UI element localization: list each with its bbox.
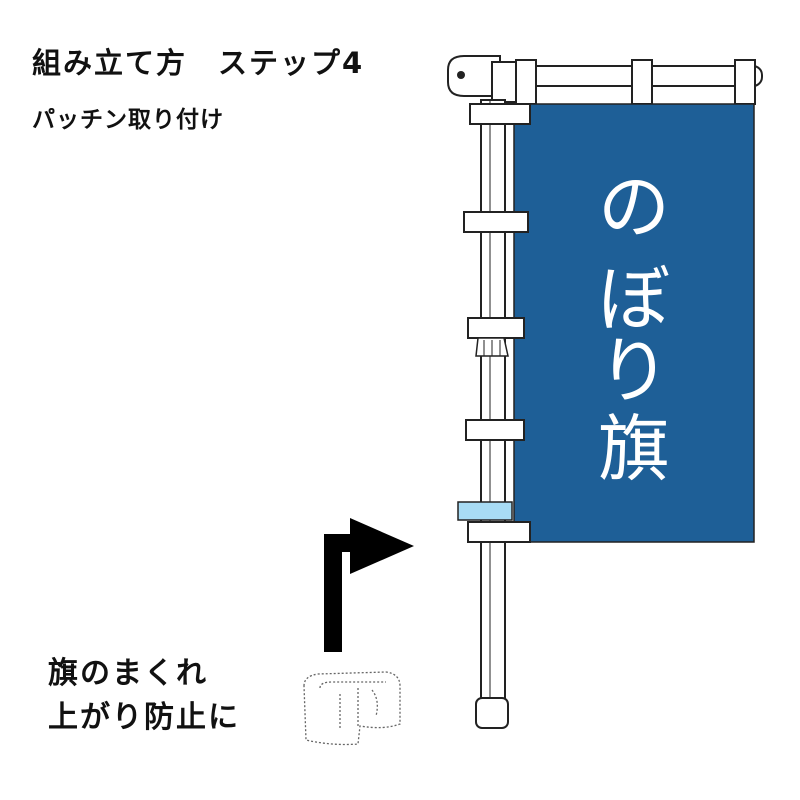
- flag-char: り: [598, 329, 670, 413]
- flag-char: ぼ: [598, 257, 670, 341]
- pole: [469, 99, 531, 729]
- step-title: 組み立て方 ステップ4: [32, 46, 365, 80]
- snap-clip-highlight: [457, 501, 513, 521]
- tip-note: 旗のまくれ 上がり防止に: [48, 652, 240, 740]
- side-clips: [457, 211, 531, 543]
- flag-char: 旗: [598, 407, 670, 491]
- top-bar: [447, 55, 763, 105]
- cap-hole-icon: [457, 71, 465, 79]
- tip-line: 上がり防止に: [48, 700, 240, 735]
- side-clip: [467, 317, 525, 339]
- snap-clip-icon: [303, 671, 401, 746]
- side-clip: [465, 419, 525, 441]
- side-clip: [467, 521, 531, 543]
- flag-char: の: [598, 165, 670, 249]
- pointer-arrow-icon: [324, 518, 414, 652]
- tip-line: 旗のまくれ: [48, 656, 208, 691]
- pole-foot-cap: [475, 697, 509, 729]
- step-subtitle: パッチン取り付け: [32, 107, 224, 133]
- pole-joint: [469, 103, 531, 125]
- top-clip: [515, 59, 537, 105]
- flag-lettering: の ぼ り 旗: [598, 165, 670, 491]
- flag-cloth: [513, 103, 755, 543]
- top-clip: [631, 59, 653, 105]
- side-clip: [463, 211, 529, 233]
- top-clip: [734, 59, 756, 105]
